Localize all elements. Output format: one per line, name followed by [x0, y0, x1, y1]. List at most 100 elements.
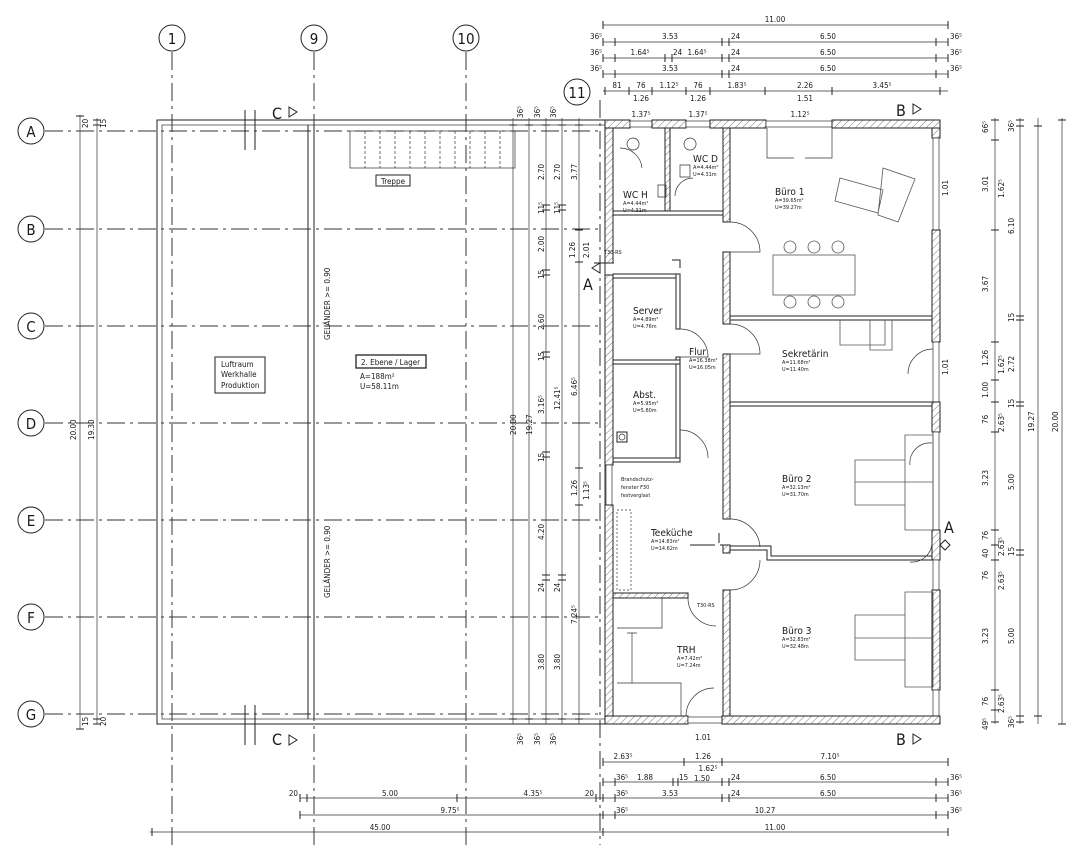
- room-wc-d: WC D A=4.44m² U=4.31m: [693, 154, 718, 178]
- dimension-label: 15: [99, 119, 108, 128]
- dimension-label: 12.41⁵: [553, 386, 562, 410]
- dimension-label: 24: [537, 582, 546, 592]
- dimension-label: 24: [731, 48, 741, 57]
- dimension-label: 49⁵: [981, 718, 990, 730]
- grid_axes-columns-2: 10: [457, 30, 474, 48]
- rooms-8-area: A=14.83m²: [651, 538, 680, 545]
- dimension-label: 5.00: [1007, 474, 1016, 490]
- rooms-6-area: A=5.95m²: [633, 400, 658, 407]
- rooms-7-name: Büro 2: [782, 474, 811, 485]
- dimension-label: 81: [612, 81, 621, 90]
- desk-buero-1: [834, 167, 916, 223]
- rooms-7-perimeter: U=31.70m: [782, 492, 809, 498]
- dimension-label: 36⁵: [590, 32, 602, 41]
- rooms-1-area: A=4.44m²: [693, 164, 718, 171]
- column-axis-11: 11: [563, 78, 601, 845]
- dimension-label: 19.27: [525, 414, 534, 435]
- room-sekretaerin: Sekretärin A=11.68m² U=11.40m: [782, 349, 828, 373]
- dimension-label: 36⁵: [516, 106, 525, 118]
- rooms-0-area: A=4.44m²: [623, 200, 648, 207]
- section-markers: C C B B A A: [244, 101, 954, 749]
- dimension-label: 1.62⁵: [997, 355, 1006, 374]
- room-teekueche: Teeküche A=14.83m² U=14.62m: [650, 528, 693, 552]
- grid_axes-rows-0: A: [26, 123, 36, 141]
- dimension-label: 3.67: [981, 276, 990, 292]
- dimension-label: 20: [99, 716, 108, 726]
- dimension-label: 2.72: [1007, 356, 1016, 372]
- room-buero-3: Büro 3 A=32.83m² U=32.48m: [782, 626, 811, 650]
- dimension-label: 9.75⁵: [441, 806, 460, 815]
- dimension-label: 5.00: [1007, 628, 1016, 644]
- dimension-label: 24: [731, 32, 741, 41]
- dimension-label: 11.00: [765, 15, 786, 24]
- room-buero-1: Büro 1 A=39.65m² U=39.27m: [775, 187, 804, 211]
- dimension-label: 20: [289, 789, 299, 798]
- dimension-label: 20.00: [1051, 411, 1060, 432]
- dimension-label: 3.53: [662, 789, 678, 798]
- grid_axes-rows-6: G: [26, 706, 36, 724]
- row-axes: A B C D E F G: [17, 117, 600, 728]
- rooms-5-perimeter: U=11.40m: [782, 367, 809, 373]
- rooms-7-area: A=32.13m²: [782, 484, 811, 491]
- dimension-label: 4.20: [537, 524, 546, 540]
- kitchen-counter: [616, 509, 632, 591]
- hall-mezzanine-area: A=188m²: [360, 372, 395, 381]
- hall-mezzanine-perimeter: U=58.11m: [360, 382, 399, 391]
- section-a-left: A: [583, 275, 593, 294]
- void-label: Luftraum Werkhalle Produktion: [214, 356, 266, 394]
- dimension-label: 6.50: [820, 32, 836, 41]
- rooms-3-name: Server: [633, 306, 663, 317]
- dimension-label: 19.27: [1027, 411, 1036, 432]
- dimension-label: 15: [1007, 313, 1016, 322]
- hall-void_label-1: Werkhalle: [221, 370, 257, 379]
- dimension-label: 36⁵: [516, 733, 525, 745]
- notes-fire_window-0: Brandschutz-: [621, 477, 654, 483]
- railing-label: GELÄNDER >= 0.90: [322, 525, 332, 598]
- dimension-label: 40: [981, 548, 990, 558]
- dimension-label: 15: [1007, 547, 1016, 556]
- rooms-8-name: Teeküche: [650, 528, 693, 539]
- dimension-label: 11⁵: [537, 202, 546, 214]
- dimension-label: 2.00: [537, 236, 546, 252]
- dimension-label: 2.63⁵: [997, 413, 1006, 432]
- dimension-label: 1.26: [568, 242, 577, 258]
- dimension-label: 7.24⁵: [570, 605, 579, 624]
- dimension-label: 36⁵: [950, 32, 962, 41]
- hall-void_label-0: Luftraum: [221, 360, 254, 369]
- rooms-1-name: WC D: [693, 154, 718, 165]
- hall-mezzanine-name: 2. Ebene / Lager: [361, 358, 420, 367]
- dimension-label: 24: [731, 789, 741, 798]
- dimension-label: 36⁵: [1007, 716, 1016, 728]
- grid_axes-columns-1: 9: [310, 30, 319, 48]
- grid_axes-columns-0: 1: [168, 30, 177, 48]
- rooms-9-name: Büro 3: [782, 626, 811, 637]
- office-walls: [604, 119, 941, 725]
- grid_axes-columns-3: 11: [568, 84, 585, 102]
- dimension-label: 6.10: [1007, 218, 1016, 234]
- dimension-label: 6.46⁵: [570, 377, 579, 396]
- dimension-label: 3.45⁵: [873, 81, 892, 90]
- dimension-label: 1.00: [981, 382, 990, 398]
- dimension-label: 36⁵: [590, 64, 602, 73]
- section-c-bottom: C: [272, 730, 282, 749]
- dimension-label: 36⁵: [950, 789, 962, 798]
- dimension-label: 1.26: [633, 94, 649, 103]
- dimension-label: 3.23: [981, 628, 990, 644]
- stair: Treppe: [349, 130, 516, 187]
- dimension-label: 36⁵: [950, 48, 962, 57]
- rooms-8-perimeter: U=14.62m: [651, 546, 678, 552]
- dimension-label: 20.00: [509, 414, 518, 435]
- boiler-icon: [616, 431, 628, 443]
- dimension-label: 76: [981, 530, 990, 540]
- section-b-bottom: B: [896, 730, 906, 749]
- conference-table: [772, 240, 856, 309]
- rooms-5-area: A=11.68m²: [782, 359, 811, 366]
- dimension-label: 20: [81, 118, 90, 128]
- dimension-label: 3.80: [537, 654, 546, 670]
- dimension-label: 1.37⁵: [632, 110, 651, 119]
- dimension-label: 1.12⁵: [791, 110, 810, 119]
- dimension-label: 6.50: [820, 48, 836, 57]
- grid_axes-rows-3: D: [26, 415, 36, 433]
- dimension-label: 1.01: [941, 180, 950, 196]
